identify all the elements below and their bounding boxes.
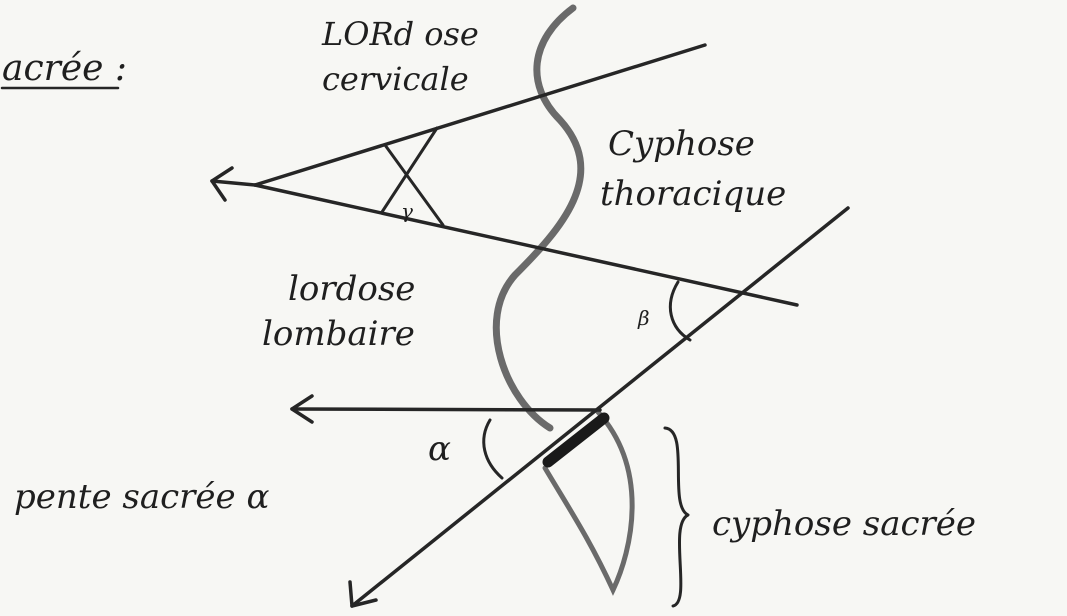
sacral-brace xyxy=(665,428,688,606)
cyphose-thoracique-line1: Cyphose xyxy=(608,124,755,164)
pente-sacree-label: pente sacrée α xyxy=(14,477,269,517)
header-fragment: acrée : xyxy=(2,48,127,89)
angle-alpha-label: α xyxy=(428,429,451,469)
lordose-lombaire-line1: lordose xyxy=(288,269,415,309)
cyphose-thoracique-line2: thoracique xyxy=(600,174,786,214)
lordose-cervicale-line1: LORd ose xyxy=(321,15,479,53)
angle-alpha-arc xyxy=(484,420,502,478)
angle-gamma-label: γ xyxy=(401,199,413,223)
sacral-slope-line xyxy=(352,208,848,606)
horizontal-reference-line xyxy=(292,409,600,410)
gamma-cross-line-1 xyxy=(385,145,443,225)
angle-beta-label: β xyxy=(637,306,650,330)
left-arrow-shaft-upper xyxy=(212,181,255,185)
lordose-cervicale-line2: cervicale xyxy=(322,60,469,98)
spine-curve xyxy=(496,8,581,428)
lordose-lombaire-line2: lombaire xyxy=(262,314,415,354)
cyphose-sacree-label: cyphose sacrée xyxy=(712,504,976,544)
angle-beta-arc xyxy=(670,282,690,340)
